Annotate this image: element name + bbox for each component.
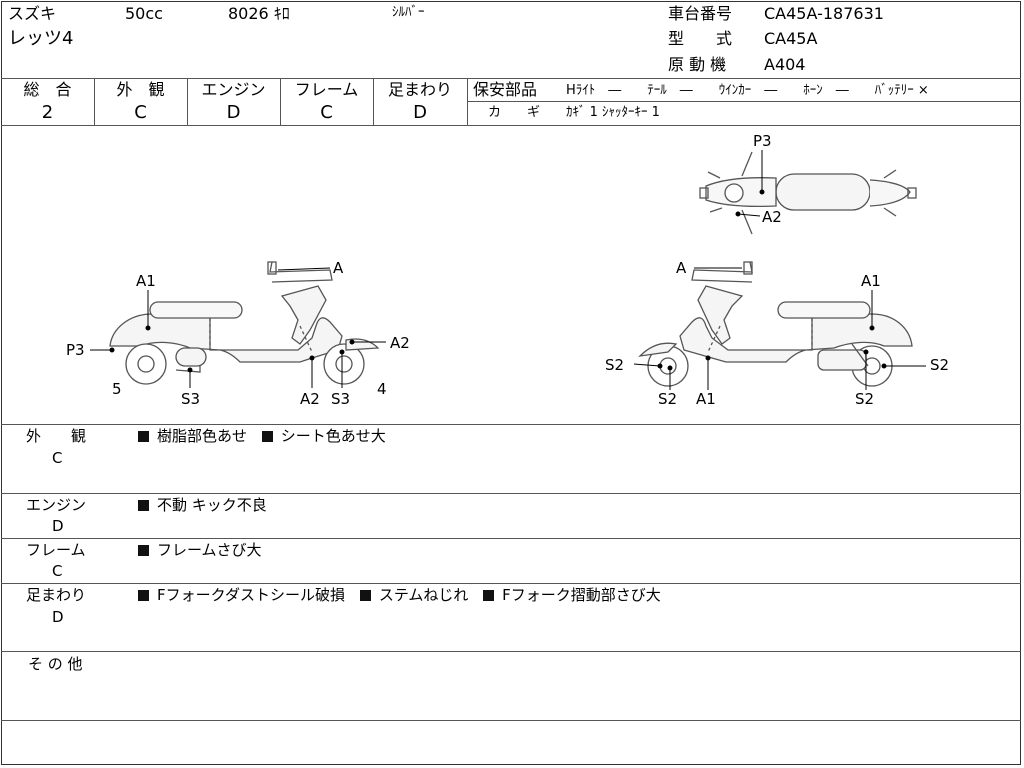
bullet-icon [261, 431, 273, 442]
overall-grade: 2 [41, 102, 54, 123]
label-a2: A2 [390, 334, 410, 352]
comment-engine-label: エンジン [26, 496, 87, 514]
comment-suspension-label: 足まわり [26, 586, 87, 604]
label-s3: S3 [181, 390, 200, 408]
rule [1, 538, 1021, 539]
suspension-grade: D [413, 102, 427, 123]
safety-items: Hﾗｲﾄ ― ﾃｰﾙ ― ｳｲﾝｶｰ ― ﾎｰﾝ ― ﾊﾞｯﾃﾘｰ × [566, 83, 929, 98]
frame-grade: C [320, 102, 333, 123]
comment-frame-grade: C [52, 562, 63, 580]
rule [280, 78, 281, 125]
comment-exterior-items: 樹脂部色あせ シート色あせ大 [138, 429, 396, 444]
comment-frame-label: フレーム [26, 541, 86, 559]
label-a1: A1 [696, 390, 716, 408]
comment-exterior-label: 外 観 [26, 427, 87, 445]
label-s2: S2 [658, 390, 677, 408]
comment-engine-items: 不動 キック不良 [138, 498, 277, 513]
rule [187, 78, 188, 125]
label-a2: A2 [762, 208, 782, 226]
comment-suspension-grade: D [52, 608, 64, 626]
rule [1, 78, 1021, 79]
label-s2: S2 [930, 356, 949, 374]
bullet-icon [138, 590, 149, 601]
bullet-icon [138, 500, 149, 511]
bullet-icon [138, 431, 149, 442]
rule [1, 493, 1021, 494]
suspension-grade-label: 足まわり [387, 80, 452, 99]
rule [1, 720, 1021, 721]
rule [467, 101, 1021, 102]
mileage: 8026 ｷﾛ [228, 4, 290, 23]
label-a: A [676, 259, 687, 277]
bullet-icon [483, 590, 495, 601]
color: ｼﾙﾊﾞｰ [392, 5, 425, 20]
scooter-top-view [699, 151, 917, 235]
engine-value: A404 [764, 55, 806, 74]
displacement: 50cc [125, 4, 163, 23]
key-label: カ ギ [488, 105, 541, 120]
engine-grade: D [226, 102, 241, 123]
scooter-left-side [109, 261, 380, 385]
type-value: CA45A [764, 29, 818, 48]
rule [373, 78, 374, 125]
frame-no: CA45A-187631 [764, 4, 884, 23]
bullet-icon [359, 590, 371, 601]
label-4: 4 [377, 380, 387, 398]
rule [1, 583, 1021, 584]
label-p3: P3 [753, 132, 772, 150]
comment-other-label: そ の 他 [28, 655, 83, 673]
maker: スズキ [8, 4, 57, 23]
exterior-label: 外 観 [116, 80, 165, 99]
label-s3: S3 [331, 390, 350, 408]
comment-exterior-grade: C [52, 449, 63, 467]
label-s2: S2 [855, 390, 874, 408]
frame-no-label: 車台番号 [668, 4, 733, 23]
damage-diagram: A A1 P3 5 S3 A2 S3 4 A2 A A1 S2 S2 A1 S2… [66, 132, 949, 408]
model-name: レッツ4 [8, 28, 74, 49]
engine-label: 原 動 機 [668, 55, 727, 74]
key-items: ｶｷﾞ 1 ｼｬｯﾀｰｷｰ 1 [566, 105, 660, 120]
bullet-icon [138, 545, 149, 556]
frame-grade-label: フレーム [294, 80, 359, 99]
exterior-grade: C [134, 102, 147, 123]
label-s2: S2 [605, 356, 624, 374]
comment-engine-grade: D [52, 517, 64, 535]
safety-label: 保安部品 [473, 80, 538, 99]
rule [467, 78, 468, 125]
label-a: A [333, 259, 344, 277]
label-a2: A2 [300, 390, 320, 408]
rule [94, 78, 95, 125]
label-5: 5 [112, 380, 122, 398]
label-a1: A1 [136, 272, 156, 290]
comment-suspension-items: Fフォークダストシール破損 ステムねじれ Fフォーク摺動部さび大 [138, 588, 671, 603]
comment-frame-items: フレームさび大 [138, 543, 272, 558]
scooter-right-side [638, 261, 913, 387]
engine-grade-label: エンジン [201, 80, 266, 99]
rule [1, 651, 1021, 652]
label-p3: P3 [66, 341, 85, 359]
overall-label: 総 合 [23, 80, 72, 99]
label-a1: A1 [861, 272, 881, 290]
rule [1, 424, 1021, 425]
rule [1, 125, 1021, 126]
type-label: 型 式 [668, 29, 733, 48]
